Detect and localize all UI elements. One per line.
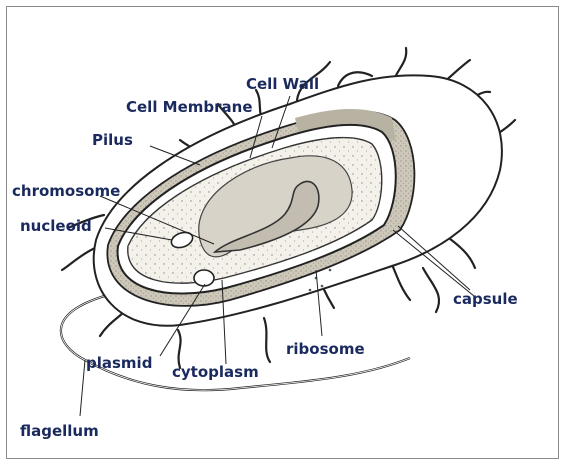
- label-cell-membrane: Cell Membrane: [126, 100, 253, 115]
- label-pilus: Pilus: [92, 133, 133, 148]
- label-nucleoid: nucleoid: [20, 219, 92, 234]
- label-ribosome: ribosome: [286, 342, 365, 357]
- label-chromosome: chromosome: [12, 184, 120, 199]
- plasmid-shape-2: [194, 270, 214, 286]
- label-cytoplasm: cytoplasm: [172, 365, 259, 380]
- label-capsule: capsule: [453, 292, 518, 307]
- label-flagellum: flagellum: [20, 424, 99, 439]
- label-plasmid: plasmid: [86, 356, 152, 371]
- label-cell-wall: Cell Wall: [246, 77, 319, 92]
